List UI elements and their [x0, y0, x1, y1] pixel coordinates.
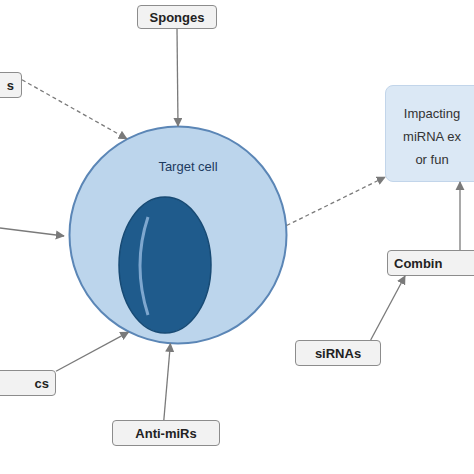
- method-box: Combin: [387, 250, 474, 276]
- offscreen-arrow: [0, 228, 64, 236]
- node-label: Anti-miRs: [135, 426, 196, 441]
- outcome-panel: Impacting miRNA ex or fun: [385, 85, 474, 182]
- cell-membrane: [70, 127, 287, 344]
- cell-circle: Target cell: [68, 125, 288, 345]
- arrow-connector: [287, 177, 385, 225]
- method-box: siRNAs: [295, 340, 381, 366]
- node-label: Combin: [394, 256, 442, 271]
- method-box: Anti-miRs: [112, 420, 220, 446]
- arrow-connector: [56, 332, 129, 371]
- arrow-connector: [164, 344, 171, 420]
- arrow-connector: [371, 276, 405, 340]
- node-label: Impacting miRNA ex or fun: [398, 102, 466, 171]
- node-label: siRNAs: [315, 346, 361, 361]
- cell-outline: [68, 125, 288, 345]
- node-label: Sponges: [150, 10, 205, 25]
- method-box: Sponges: [137, 5, 217, 29]
- nucleus-highlight: [140, 217, 148, 315]
- nucleus: [119, 197, 211, 333]
- arrow-connector: [22, 80, 127, 139]
- node-label: cs: [35, 376, 49, 391]
- arrow-connector: [459, 182, 460, 250]
- node-label: Target cell: [138, 159, 238, 174]
- arrow-connector: [177, 29, 178, 126]
- method-box: cs: [0, 370, 56, 396]
- node-label: s: [7, 78, 14, 93]
- method-box: s: [0, 72, 22, 98]
